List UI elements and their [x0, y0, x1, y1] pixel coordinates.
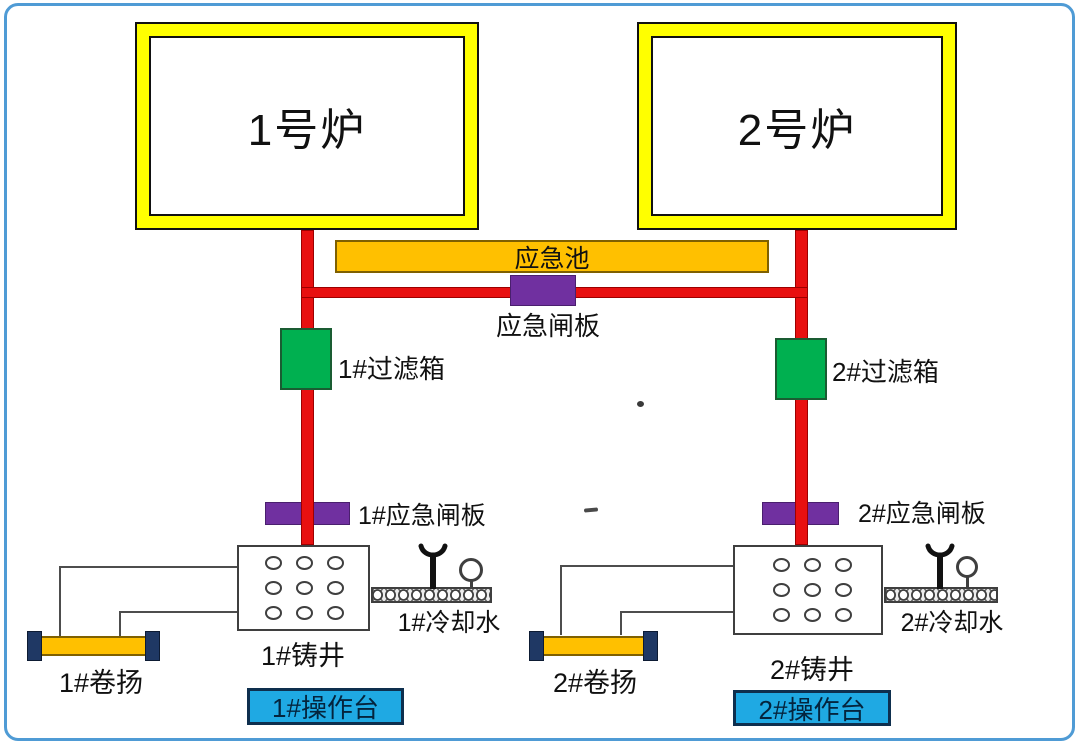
filter-box-1-label: 1#过滤箱: [338, 354, 445, 384]
furnace-2-label: 2号炉: [651, 36, 943, 216]
winch-1-bar: [40, 636, 147, 656]
outer-frame: [4, 3, 1075, 741]
emergency-pool: 应急池: [335, 240, 769, 273]
console-2: 2#操作台: [733, 690, 891, 726]
winch-2-label: 2#卷扬: [552, 668, 638, 698]
probe-icon: [956, 556, 978, 578]
cable-well2-a-h: [560, 565, 733, 567]
well-port: [804, 583, 821, 597]
well-port: [804, 558, 821, 572]
casting-well-2-label: 2#铸井: [769, 655, 855, 685]
cable-well1-a-v: [59, 566, 61, 636]
probe-stem: [966, 577, 969, 588]
well-port: [327, 606, 344, 620]
well-port: [265, 581, 282, 595]
cable-well1-b-h: [119, 611, 237, 613]
winch-2-bar: [542, 636, 645, 656]
valve-fork-icon: [418, 543, 448, 589]
filter-box-1: [280, 328, 332, 390]
emergency-gate-1-label: 1#应急闸板: [358, 502, 486, 530]
well-port: [296, 581, 313, 595]
well-port: [835, 608, 852, 622]
cable-well2-b-v: [620, 611, 622, 635]
well-2-ports: [773, 558, 852, 622]
cooling-water-2-label: 2#冷却水: [900, 609, 1004, 637]
pipe-filter1-to-well1: [301, 385, 314, 545]
winch-2-cap-left: [529, 631, 544, 661]
probe-icon: [459, 558, 483, 582]
well-port: [835, 583, 852, 597]
well-port: [265, 556, 282, 570]
well-port: [773, 558, 790, 572]
cable-well1-a-h: [59, 566, 237, 568]
casting-well-1: [237, 545, 370, 631]
winch-2-cap-right: [643, 631, 658, 661]
well-1-ports: [265, 556, 344, 620]
emergency-pool-label: 应急池: [514, 244, 590, 273]
winch-1-label: 1#卷扬: [58, 668, 144, 698]
furnace-1: 1号炉: [135, 22, 479, 230]
well-port: [773, 583, 790, 597]
cooling-water-bar-2: [884, 587, 998, 603]
well-port: [296, 556, 313, 570]
stray-dot-mark: [637, 401, 644, 407]
casting-well-1-label: 1#铸井: [260, 641, 346, 671]
probe-stem: [470, 581, 473, 589]
filter-box-2-label: 2#过滤箱: [832, 357, 939, 387]
well-port: [265, 606, 282, 620]
emergency-gate-2-label: 2#应急闸板: [858, 500, 986, 528]
pipe-furnace1-down: [301, 230, 314, 335]
cooling-water-1-label: 1#冷却水: [397, 609, 501, 637]
cable-well2-a-v: [560, 565, 562, 635]
console-1: 1#操作台: [247, 688, 404, 725]
well-port: [773, 608, 790, 622]
pipe-filter2-to-well2: [795, 395, 808, 545]
console-2-label: 2#操作台: [758, 694, 866, 725]
winch-1-cap-right: [145, 631, 160, 661]
cooling-water-bar-1: [371, 587, 492, 603]
emergency-gate-main-label: 应急闸板: [495, 311, 601, 341]
cable-well2-b-h: [620, 611, 733, 613]
valve-fork-icon: [925, 543, 955, 589]
emergency-gate-main: [510, 275, 576, 306]
cable-well1-b-v: [119, 611, 121, 636]
winch-1-cap-left: [27, 631, 42, 661]
furnace-1-label: 1号炉: [149, 36, 465, 216]
well-port: [327, 581, 344, 595]
filter-box-2: [775, 338, 827, 400]
well-port: [804, 608, 821, 622]
well-port: [327, 556, 344, 570]
furnace-2: 2号炉: [637, 22, 957, 230]
casting-well-2: [733, 545, 883, 635]
console-1-label: 1#操作台: [272, 693, 379, 723]
well-port: [835, 558, 852, 572]
well-port: [296, 606, 313, 620]
